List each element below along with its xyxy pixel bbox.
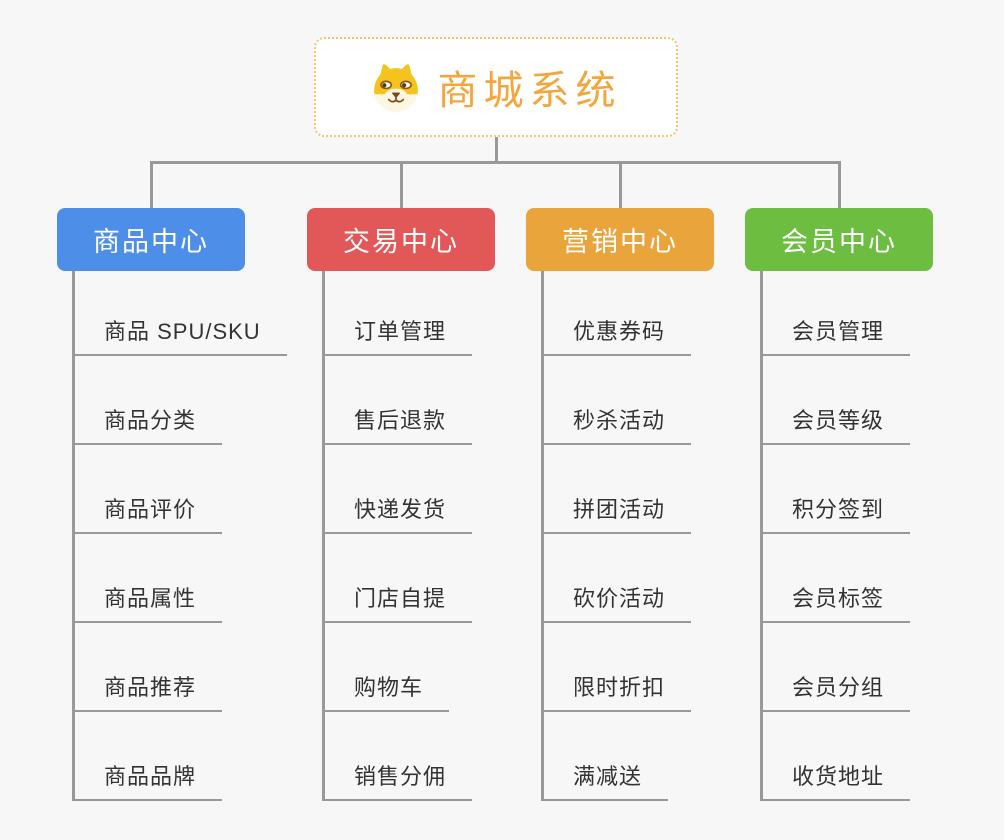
- connector-branch-spine: [760, 271, 763, 801]
- mindmap-item[interactable]: 售后退款: [322, 406, 473, 445]
- mindmap-item[interactable]: 会员分组: [760, 673, 911, 712]
- mindmap-item[interactable]: 满减送: [541, 762, 669, 801]
- connector-root-stem: [494, 137, 498, 164]
- mindmap-item[interactable]: 优惠券码: [541, 317, 692, 356]
- connector-branch-spine: [72, 271, 75, 801]
- mindmap-item[interactable]: 会员等级: [760, 406, 911, 445]
- mindmap-item[interactable]: 限时折扣: [541, 673, 692, 712]
- branch-node[interactable]: 营销中心: [526, 208, 714, 271]
- mindmap-item[interactable]: 快递发货: [322, 495, 473, 534]
- mindmap-item[interactable]: 商品分类: [72, 406, 223, 445]
- mindmap-item[interactable]: 门店自提: [322, 584, 473, 623]
- mindmap-item[interactable]: 商品属性: [72, 584, 223, 623]
- dog-face-icon: [373, 64, 418, 112]
- branch-node[interactable]: 会员中心: [745, 208, 933, 271]
- connector-branch-spine: [322, 271, 325, 801]
- mindmap-item[interactable]: 会员标签: [760, 584, 911, 623]
- connector-branch-drop: [149, 161, 153, 208]
- mindmap-item[interactable]: 拼团活动: [541, 495, 692, 534]
- connector-horizontal-bus: [149, 161, 841, 164]
- root-title: 商城系统: [437, 69, 622, 113]
- branch-node[interactable]: 交易中心: [307, 208, 495, 271]
- mindmap-item[interactable]: 购物车: [322, 673, 450, 712]
- mindmap-item[interactable]: 砍价活动: [541, 584, 692, 623]
- mindmap-item[interactable]: 商品 SPU/SKU: [72, 317, 287, 356]
- mindmap-item[interactable]: 收货地址: [760, 762, 911, 801]
- mindmap-item[interactable]: 会员管理: [760, 317, 911, 356]
- mindmap-item[interactable]: 销售分佣: [322, 762, 473, 801]
- mindmap-item[interactable]: 商品推荐: [72, 673, 223, 712]
- connector-branch-drop: [618, 161, 622, 208]
- mindmap-item[interactable]: 秒杀活动: [541, 406, 692, 445]
- connector-branch-spine: [541, 271, 544, 801]
- mindmap-item[interactable]: 商品评价: [72, 495, 223, 534]
- mindmap-item[interactable]: 订单管理: [322, 317, 473, 356]
- connector-branch-drop: [399, 161, 403, 208]
- branch-node[interactable]: 商品中心: [57, 208, 245, 271]
- root-node[interactable]: 商城系统: [314, 37, 678, 137]
- connector-branch-drop: [837, 161, 841, 208]
- mindmap-item[interactable]: 积分签到: [760, 495, 911, 534]
- mindmap-item[interactable]: 商品品牌: [72, 762, 223, 801]
